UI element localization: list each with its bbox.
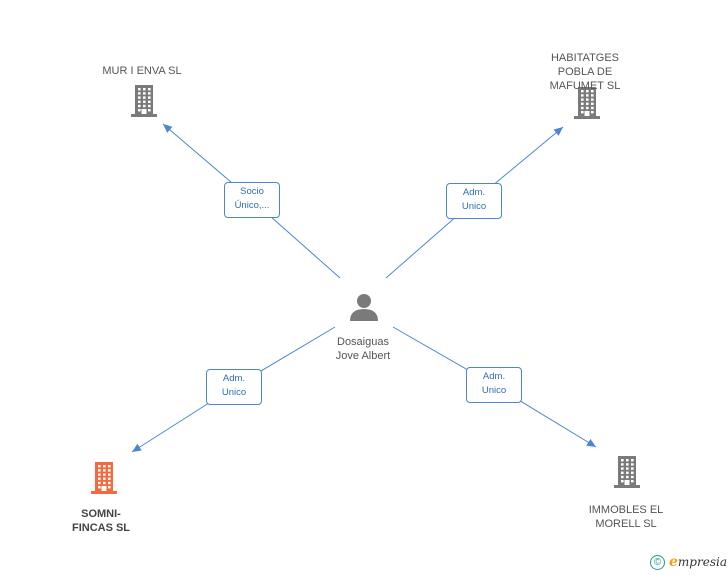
edge-label-immobles[interactable]: Adm. Unico: [466, 367, 522, 403]
copyright-icon: ©: [650, 554, 665, 570]
brand-logo[interactable]: empresia: [669, 554, 727, 570]
edge-label-mur[interactable]: Socio Único,...: [224, 182, 280, 218]
building-icon[interactable]: [574, 87, 600, 119]
footer-brand: © empresia: [650, 554, 727, 570]
edge-label-habitatges[interactable]: Adm. Unico: [446, 183, 502, 219]
building-icon[interactable]: [614, 456, 640, 488]
person-icon[interactable]: [350, 294, 378, 321]
node-label-habitatges[interactable]: HABITATGES POBLA DE MAFUMET SL: [549, 52, 621, 92]
building-icon[interactable]: [91, 462, 117, 494]
edge-label-somni[interactable]: Adm. Unico: [206, 369, 262, 405]
node-label-mur[interactable]: MUR I ENVA SL: [102, 65, 182, 77]
node-label-immobles[interactable]: IMMOBLES EL MORELL SL: [588, 504, 664, 530]
building-icon[interactable]: [131, 85, 157, 117]
node-label-somni[interactable]: SOMNI- FINCAS SL: [71, 508, 131, 534]
node-label-person[interactable]: Dosaiguas Jove Albert: [335, 336, 391, 362]
